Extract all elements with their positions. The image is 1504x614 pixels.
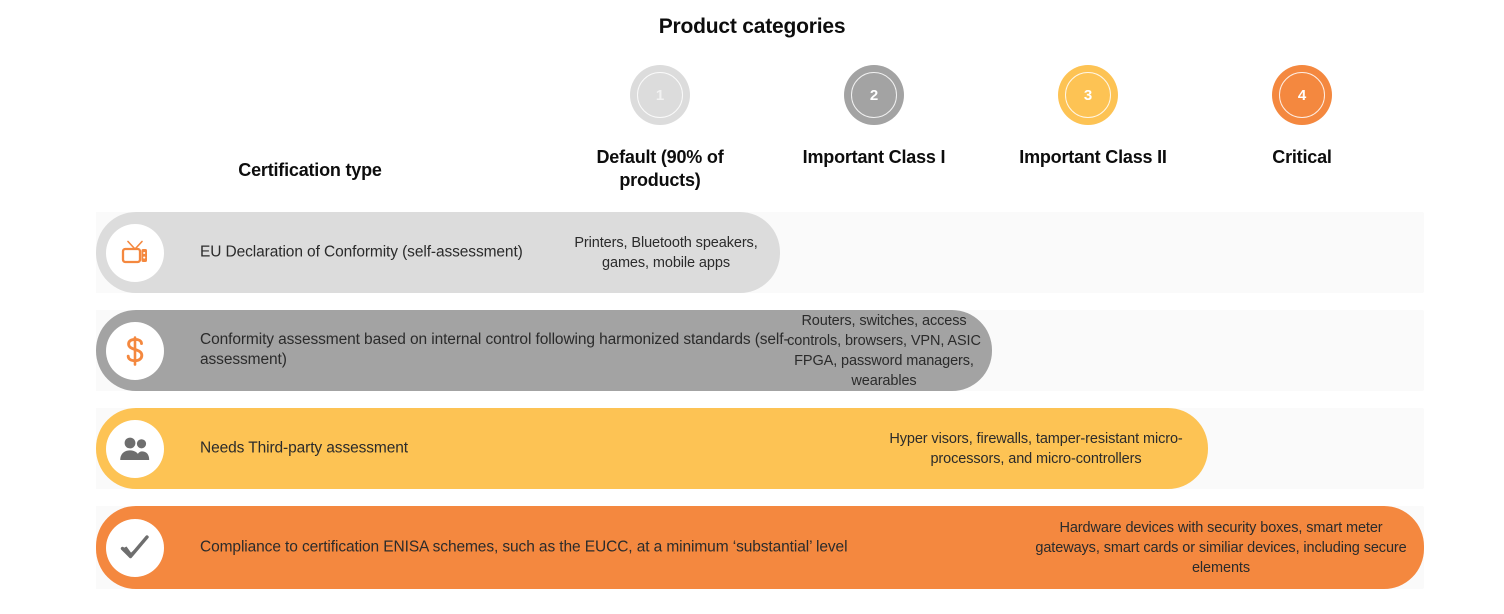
category-badge-1: 1 [630,65,690,125]
row-icon-badge [106,419,164,478]
row-icon-badge [106,321,164,380]
row-bar [96,310,992,391]
product-examples: Hyper visors, firewalls, tamper-resistan… [889,430,1183,467]
category-header-3: Important Class II [1019,147,1167,167]
badge-ring-icon [1279,72,1325,118]
badge-ring-icon [637,72,683,118]
row-bar [96,506,1424,589]
badge-ring-icon [851,72,897,118]
product-examples: Routers, switches, access controls, brow… [787,312,981,389]
badge-ring-icon [1065,72,1111,118]
row-bar [96,408,1208,489]
table-row: EU Declaration of Conformity (self-asses… [96,212,1424,293]
category-badge-3: 3 [1058,65,1118,125]
certification-text: Compliance to certification ENISA scheme… [200,538,848,556]
row-bar [96,212,780,293]
check-icon [119,534,151,562]
row-icon-badge [106,223,164,282]
people-icon [118,436,152,462]
category-badge-number: 1 [655,86,665,104]
product-examples: Printers, Bluetooth speakers, games, mob… [574,234,758,271]
table-row: Conformity assessment based on internal … [96,310,1424,391]
category-badge-number: 2 [869,86,879,104]
page-title: Product categories [658,15,846,38]
certification-type-header: Certification type [238,160,382,180]
category-badge-4: 4 [1272,65,1332,125]
row-icon-badge [106,518,164,577]
tv-icon [120,239,150,267]
table-row: Compliance to certification ENISA scheme… [96,506,1424,589]
certification-text: EU Declaration of Conformity (self-asses… [200,243,523,261]
dollar-icon [123,335,147,367]
category-badge-number: 3 [1083,86,1093,104]
category-badge-number: 4 [1297,86,1307,104]
product-examples: Hardware devices with security boxes, sm… [1035,519,1407,576]
category-header-4: Critical [1272,147,1332,167]
table-row: Needs Third-party assessment Hyper visor… [96,408,1424,489]
category-header-1: Default (90% of products) [596,147,724,190]
category-badge-2: 2 [844,65,904,125]
category-header-2: Important Class I [802,147,946,167]
certification-text: Needs Third-party assessment [200,439,408,457]
certification-text: Conformity assessment based on internal … [200,330,789,369]
